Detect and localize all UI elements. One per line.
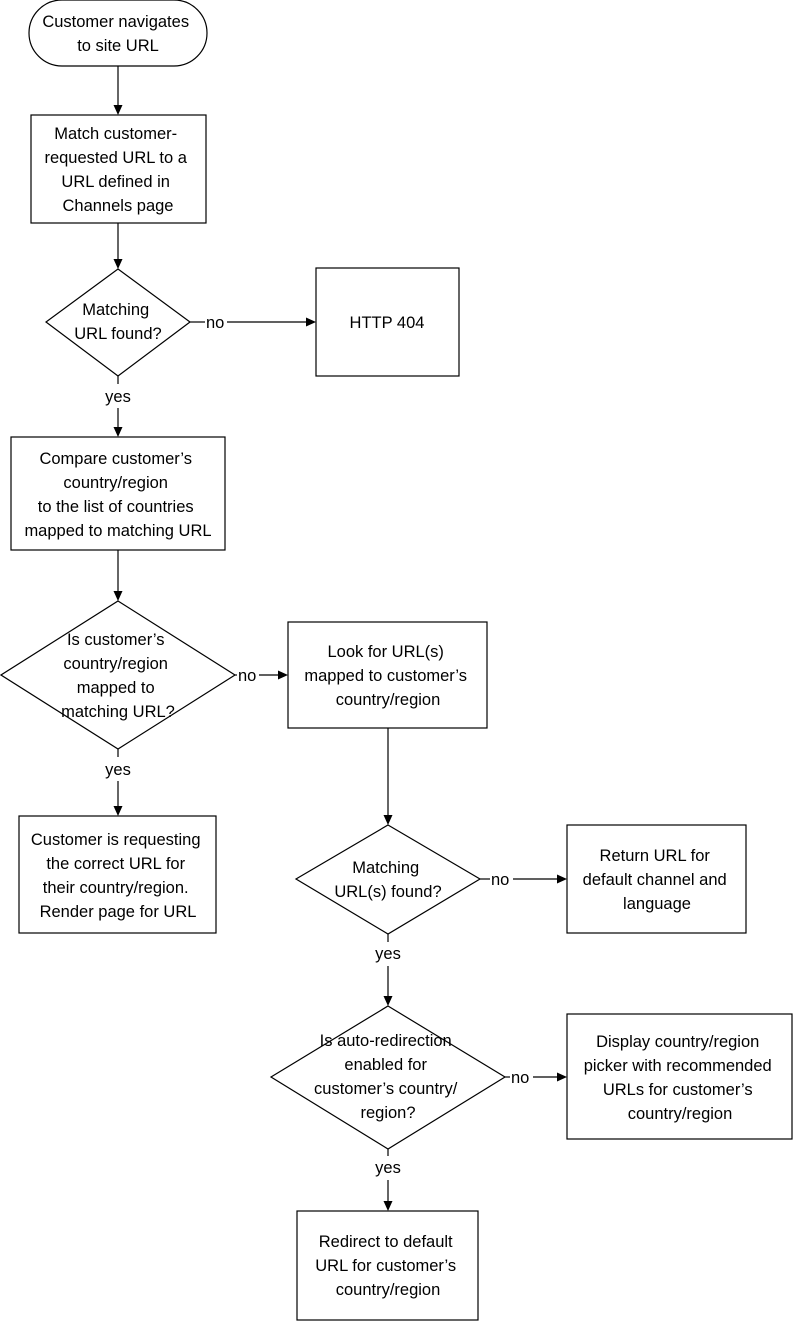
- arrowhead: [383, 1201, 393, 1211]
- correct-url-box: [18, 815, 217, 934]
- http-404-box: [315, 267, 460, 377]
- matching-urls-found-decision: [294, 824, 482, 935]
- look-for-urls-box: [287, 621, 488, 729]
- redirect-default-label: Redirect to default URL for customer’s c…: [315, 1233, 461, 1299]
- is-country-mapped-label: Is customer’s country/region mapped to m…: [61, 631, 175, 721]
- edge-label-no: no: [491, 871, 509, 889]
- return-default-label: Return URL for default channel and langu…: [583, 847, 732, 913]
- edge-label-no: no: [206, 314, 224, 332]
- is-country-mapped-decision: [0, 600, 237, 750]
- start-label: Customer navigates to site URL: [42, 13, 193, 55]
- correct-url-label: Customer is requesting the correct URL f…: [31, 831, 205, 921]
- matching-urls-found-label: Matching URL(s) found?: [334, 859, 441, 901]
- start-terminator: [28, 0, 208, 67]
- arrowhead: [557, 1072, 567, 1082]
- matching-url-found-decision: [44, 268, 192, 377]
- http-404-label: HTTP 404: [350, 314, 425, 332]
- display-picker-label: Display country/region picker with recom…: [584, 1033, 777, 1123]
- edge-label-yes: yes: [105, 388, 131, 406]
- arrowhead: [113, 806, 123, 816]
- arrowhead: [113, 591, 123, 601]
- arrowhead: [113, 105, 123, 115]
- arrowhead: [306, 317, 316, 327]
- look-for-urls-label: Look for URL(s) mapped to customer’s cou…: [304, 643, 471, 709]
- arrowhead: [383, 815, 393, 825]
- redirect-default-box: [296, 1210, 479, 1321]
- match-url-box: [30, 114, 207, 224]
- compare-country-label: Compare customer’s country/region to the…: [24, 450, 211, 540]
- edge-label-yes: yes: [375, 945, 401, 963]
- edge-label-yes: yes: [105, 761, 131, 779]
- connectors: [113, 66, 567, 1211]
- return-default-box: [566, 824, 747, 934]
- arrowhead: [383, 996, 393, 1006]
- display-picker-box: [566, 1013, 793, 1140]
- match-url-label: Match customer- requested URL to a URL d…: [44, 125, 191, 215]
- arrowhead: [113, 259, 123, 269]
- arrowhead: [557, 874, 567, 884]
- arrowhead: [113, 427, 123, 437]
- auto-redirect-label: Is auto-redirection enabled for customer…: [314, 1032, 462, 1122]
- edge-label-no: no: [238, 667, 256, 685]
- auto-redirect-decision: [269, 1005, 507, 1150]
- arrowhead: [278, 670, 288, 680]
- edge-label-yes: yes: [375, 1159, 401, 1177]
- matching-url-found-label: Matching URL found?: [74, 301, 161, 343]
- edge-label-no: no: [511, 1069, 529, 1087]
